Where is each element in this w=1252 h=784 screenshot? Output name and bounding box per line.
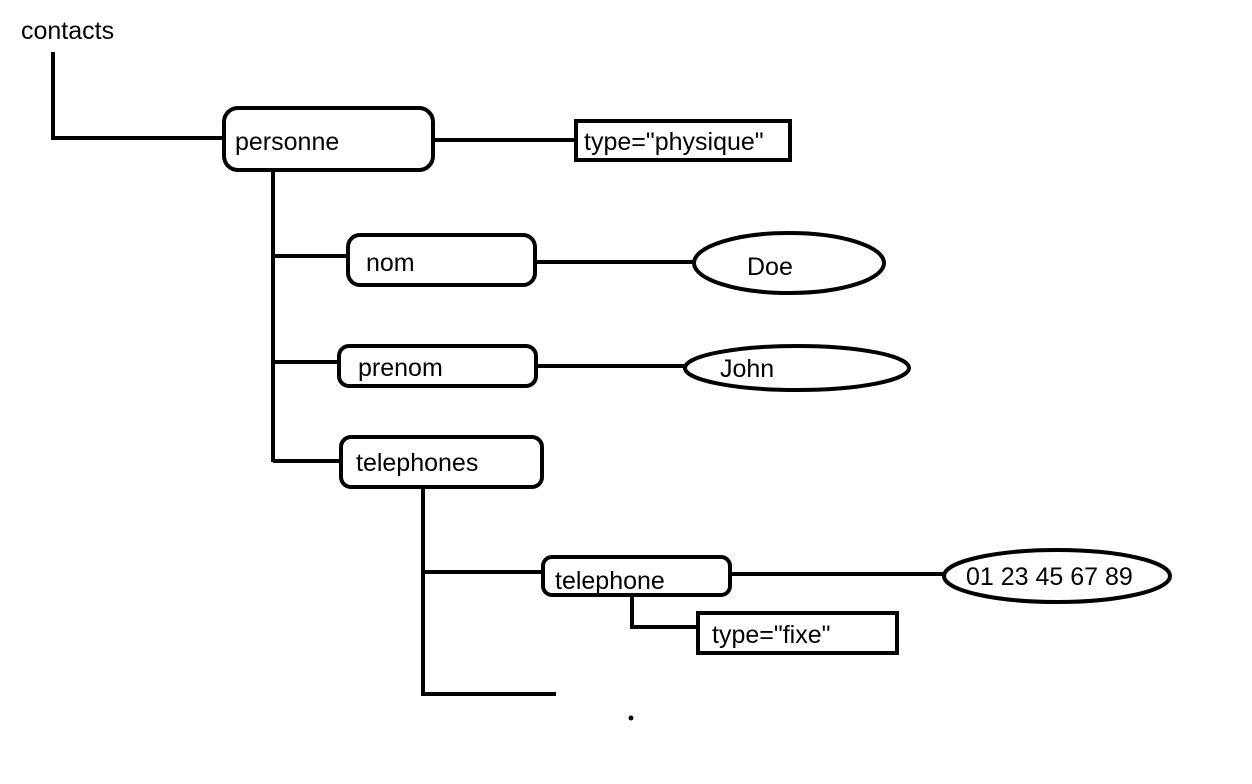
- value-nom-label: Doe: [747, 253, 793, 281]
- node-telephones[interactable]: [339, 435, 544, 489]
- stray-dot: [628, 715, 634, 721]
- attribute-personne-type-label: type="physique": [584, 128, 764, 156]
- node-prenom[interactable]: [337, 344, 538, 388]
- node-personne[interactable]: [222, 106, 435, 172]
- attribute-telephone-type-label: type="fixe": [712, 621, 831, 649]
- value-telephone-label: 01 23 45 67 89: [966, 563, 1133, 591]
- edge-contacts-personne: [51, 52, 224, 140]
- edge-telephone-attribute: [630, 595, 698, 629]
- node-personne-label: personne: [235, 128, 339, 156]
- value-prenom-label: John: [720, 355, 774, 383]
- node-nom-label: nom: [366, 249, 415, 277]
- attribute-telephone-type[interactable]: [696, 611, 899, 655]
- connectors: [51, 52, 945, 696]
- node-telephone[interactable]: [541, 555, 732, 597]
- attribute-personne-type[interactable]: [574, 119, 792, 162]
- value-nom[interactable]: [692, 231, 886, 295]
- node-telephones-label: telephones: [356, 449, 478, 477]
- value-telephone[interactable]: [942, 548, 1172, 604]
- node-nom[interactable]: [346, 233, 537, 287]
- root-contacts-label: contacts: [21, 17, 114, 45]
- edge-telephones-trunk: [421, 487, 556, 696]
- node-telephone-label: telephone: [555, 567, 665, 595]
- value-prenom[interactable]: [683, 344, 911, 392]
- node-prenom-label: prenom: [358, 354, 443, 382]
